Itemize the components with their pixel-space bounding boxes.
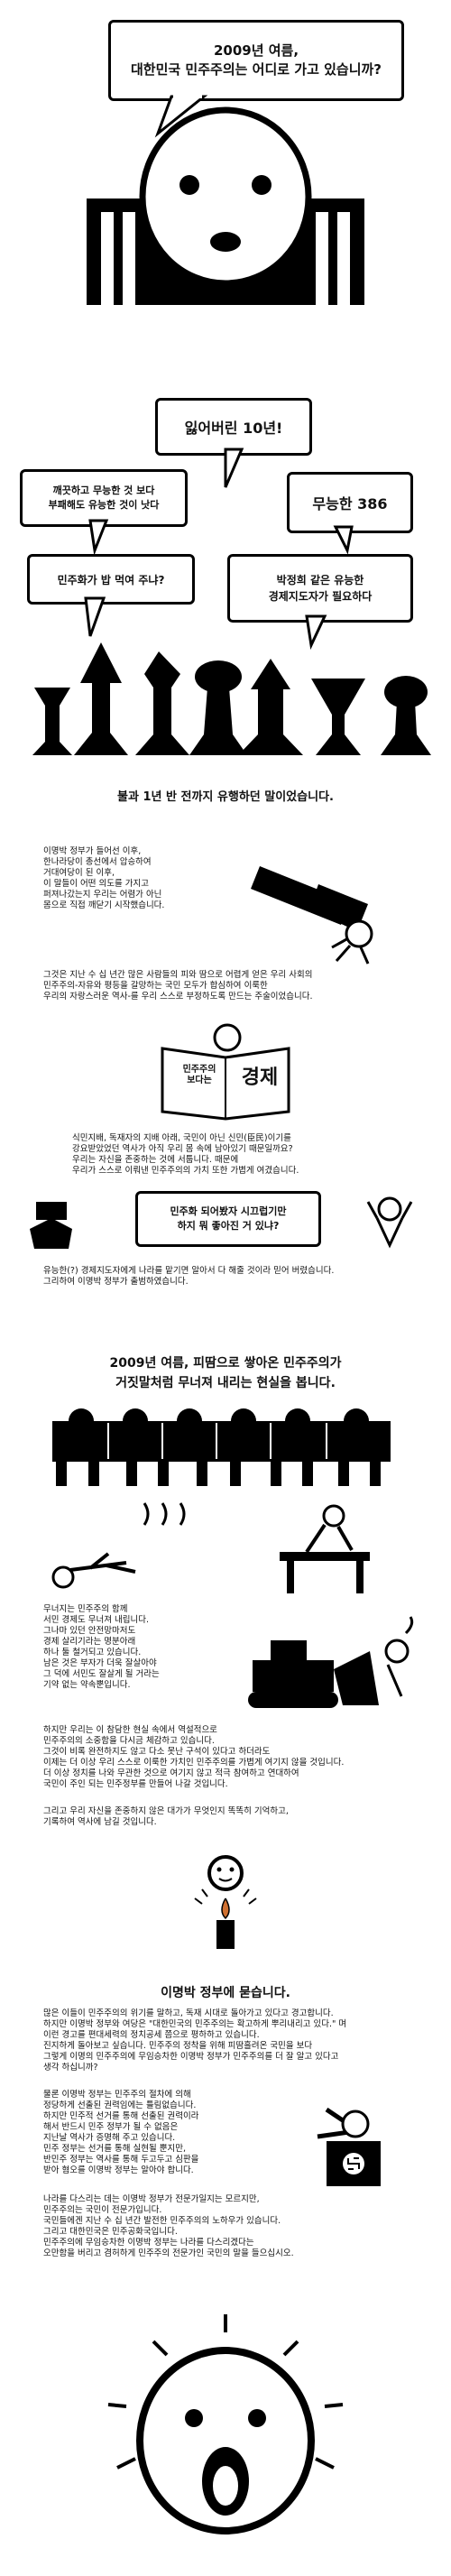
shouting-right-icon — [366, 1196, 413, 1249]
chess-pieces-row — [32, 642, 431, 755]
panel-divider — [0, 305, 451, 307]
candle-figure-icon — [194, 1855, 257, 1949]
bubble-tails-panel2 — [84, 448, 354, 651]
panel4-caption-2: 거짓말처럼 무너져 내리는 현실을 봅니다. — [115, 1376, 336, 1390]
bubble-democracy-noisy: 민주화 되어봤자 시끄럽기만 하지 뭐 좋아진 거 있냐? — [135, 1191, 321, 1247]
panel5-para2: 물론 이명박 정부는 민주주의 절차에 의해 정당하게 선출된 권력임에는 틀림… — [43, 2090, 199, 2175]
speaker-figure — [87, 106, 364, 305]
panel5-para3: 나라를 다스리는 데는 이명박 정부가 전문가일지는 모르지만, 민주주의는 국… — [43, 2194, 294, 2258]
bubble-clean-vs-competent: 깨끗하고 무능한 것 보다 부패해도 유능한 것이 낫다 — [20, 469, 188, 527]
reader-icon — [161, 1023, 290, 1121]
panel4-caption-1: 2009년 여름, 피땀으로 쌓아온 민주주의가 — [109, 1356, 342, 1371]
book-right-text: 경제 — [241, 1066, 279, 1089]
bottom-figure-icon — [107, 2314, 344, 2534]
bubble-incompetent-386: 무능한 386 — [287, 472, 413, 533]
swastika-figure-icon — [317, 2107, 381, 2186]
panel3-para3: 식민지배, 독재자의 지배 아래, 국민이 아닌 신민(臣民)이기를 강요받았었… — [72, 1133, 299, 1176]
title-speech-bubble: 2009년 여름, 대한민국 민주주의는 어디로 가고 있습니까? — [108, 20, 404, 101]
panel3-para4: 유능한(?) 경제지도자에게 나라를 맡기면 알아서 다 해줄 것이라 믿어 버… — [43, 1266, 335, 1287]
riot-police-line — [52, 1408, 391, 1486]
panel3-para1: 이명박 정부가 들어선 이후, 한나라당이 총선에서 압승하여 거대여당이 된 … — [43, 846, 165, 910]
falling-man-icon — [251, 866, 373, 965]
book-left-text: 민주주의 보다는 — [182, 1065, 216, 1085]
shouting-left-icon — [30, 1202, 72, 1249]
bulldozer-icon — [248, 1616, 414, 1708]
panel4-para3: 그리고 우리 자신을 존중하지 않은 대가가 무엇인지 똑똑히 기억하고, 기록… — [43, 1806, 289, 1827]
title-line-2: 대한민국 민주주의는 어디로 가고 있습니까? — [131, 61, 382, 78]
title-bubble-tail — [154, 95, 208, 138]
panel3-para2: 그것은 지난 수 십 년간 많은 사람들의 피와 땀으로 어렵게 얻은 우리 사… — [43, 970, 313, 1002]
fallen-people-icon — [51, 1502, 370, 1593]
panel4-para2: 하지만 우리는 이 참담한 현실 속에서 역설적으로 민주주의의 소중함을 다시… — [43, 1725, 345, 1789]
panel2-caption: 불과 1년 반 전까지 유행하던 말이었습니다. — [117, 790, 334, 804]
bubble-lost-decade: 잃어버린 10년! — [155, 398, 312, 456]
bubble-democracy-food: 민주화가 밥 먹여 주냐? — [27, 554, 195, 605]
panel4-para1: 무너지는 민주주의 함께 서민 경제도 무너져 내립니다. 그나마 있던 안전망… — [43, 1604, 160, 1690]
panel5-heading: 이명박 정부에 묻습니다. — [161, 1986, 290, 2000]
title-line-1: 2009년 여름, — [213, 42, 299, 59]
panel5-para1: 많은 이들이 민주주의의 위기를 말하고, 독재 시대로 돌아가고 있다고 경고… — [43, 2008, 347, 2073]
